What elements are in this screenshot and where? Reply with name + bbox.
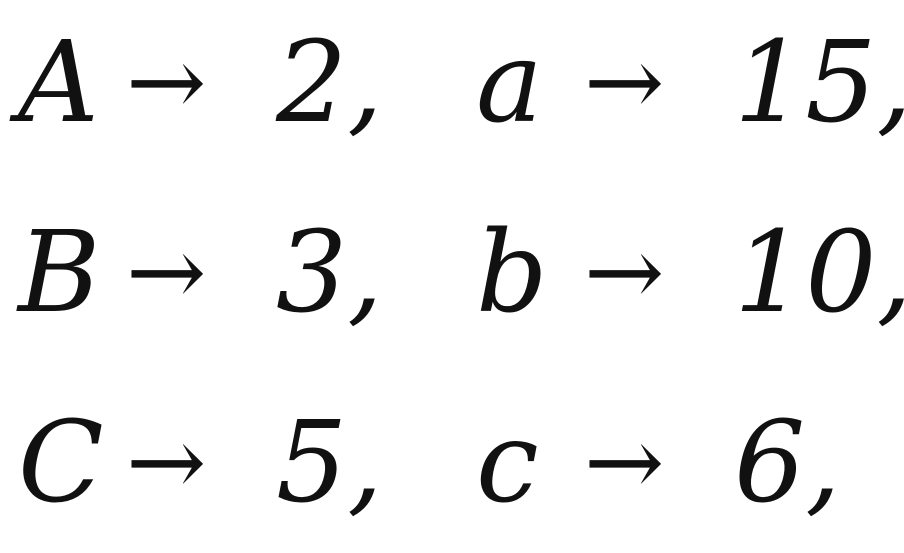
comma-separator: ,	[347, 398, 383, 528]
mapping-value: 2	[276, 18, 348, 148]
mapping-value: 10	[734, 208, 877, 338]
comma-separator: ,	[877, 208, 904, 338]
mapping-pair-b: b → 10 ,	[476, 208, 904, 338]
mapping-row: C → 5 , c → 6 ,	[0, 398, 904, 548]
mapping-pair-B: B → 3 ,	[18, 208, 383, 338]
mapping-value: 15	[734, 18, 877, 148]
mapping-letter: b	[476, 208, 548, 338]
mapping-value: 6	[734, 398, 806, 528]
mapping-letter: a	[476, 18, 543, 148]
right-arrow-icon: →	[584, 216, 665, 328]
mapping-pair-a: a → 15 ,	[476, 18, 904, 148]
comma-separator: ,	[877, 18, 904, 148]
mapping-row: B → 3 , b → 10 ,	[0, 208, 904, 358]
mapping-letter: B	[18, 208, 101, 338]
mapping-letter: A	[18, 18, 99, 148]
mapping-pair-c: c → 6 ,	[476, 398, 841, 528]
mapping-pair-C: C → 5 ,	[18, 398, 383, 528]
comma-separator: ,	[347, 18, 383, 148]
right-arrow-icon: →	[584, 406, 665, 518]
mapping-pair-A: A → 2 ,	[18, 18, 383, 148]
mapping-letter: c	[476, 398, 539, 528]
right-arrow-icon: →	[126, 26, 207, 138]
mapping-row: A → 2 , a → 15 ,	[0, 18, 904, 168]
mapping-letter: C	[18, 398, 104, 528]
mapping-value: 3	[276, 208, 348, 338]
right-arrow-icon: →	[126, 406, 207, 518]
mapping-value: 5	[276, 398, 348, 528]
comma-separator: ,	[805, 398, 841, 528]
right-arrow-icon: →	[584, 26, 665, 138]
comma-separator: ,	[347, 208, 383, 338]
right-arrow-icon: →	[126, 216, 207, 328]
